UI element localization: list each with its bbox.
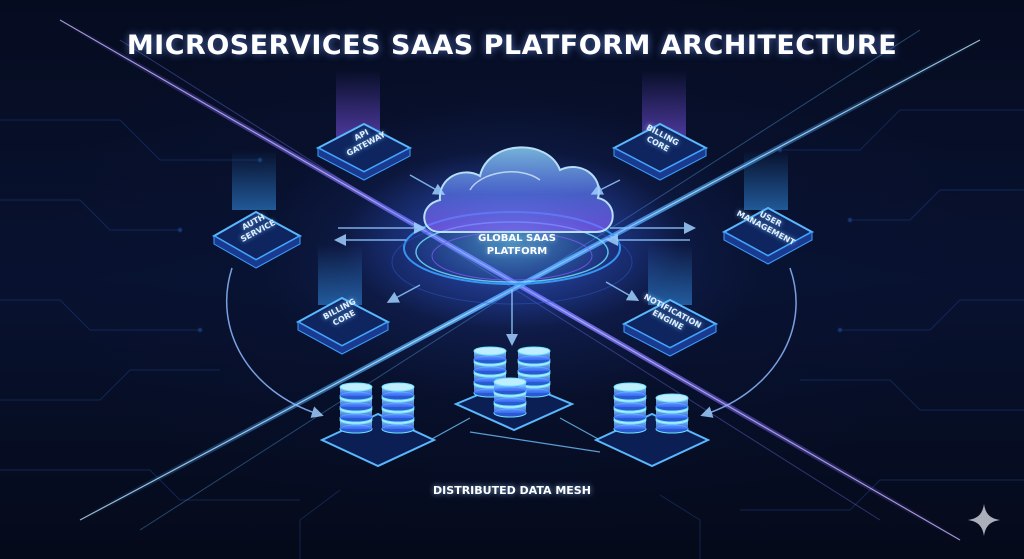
sparkle-icon xyxy=(968,504,1000,536)
database-disk xyxy=(339,382,373,401)
node-tile-billing-core-bottom xyxy=(295,296,391,355)
database-disk xyxy=(381,382,415,401)
database-disk xyxy=(613,382,647,401)
hub-label-line1: GLOBAL SAAS xyxy=(478,233,556,244)
node-tile-api-gateway xyxy=(315,122,413,181)
page-title: MICROSERVICES SAAS PLATFORM ARCHITECTURE xyxy=(126,30,898,61)
database-disk xyxy=(517,346,551,365)
node-tile-user-management xyxy=(721,206,815,265)
database-disk xyxy=(473,346,507,365)
hub-label-line2: PLATFORM xyxy=(486,246,548,257)
database-disk xyxy=(493,377,527,396)
mesh-links xyxy=(429,417,601,453)
data-mesh-label: DISTRIBUTED DATA MESH xyxy=(433,484,591,497)
service-connectors xyxy=(334,174,696,346)
node-tile-billing-core-top xyxy=(611,122,709,181)
service-tiles xyxy=(211,122,815,357)
cloud-icon xyxy=(423,146,614,233)
database-disk xyxy=(655,393,689,412)
light-pillars xyxy=(232,70,788,305)
mesh-arrows xyxy=(225,267,797,418)
node-tile-auth-service xyxy=(211,210,303,269)
hub-label: GLOBAL SAAS PLATFORM xyxy=(462,232,572,258)
node-tile-notification-engine xyxy=(621,298,719,357)
database-disks xyxy=(339,346,689,434)
